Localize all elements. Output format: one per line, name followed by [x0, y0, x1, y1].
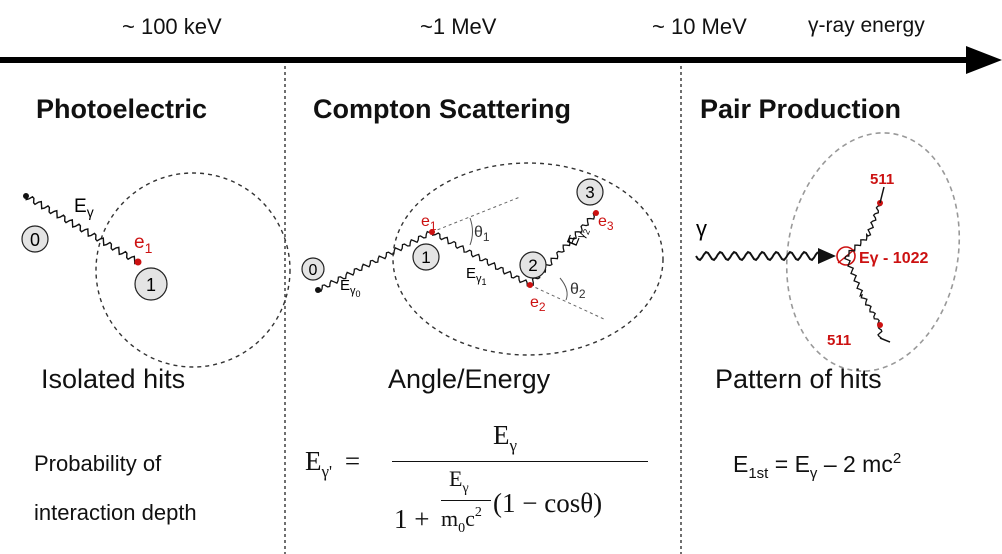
compton-electron-label-1: e1	[421, 213, 437, 233]
compton-node-1	[412, 243, 440, 271]
energy-arrow-head	[966, 46, 1002, 74]
energy-mark-10mev: ~ 10 MeV	[652, 14, 747, 39]
compton-photon-label-2: Eγ2	[564, 223, 592, 250]
photoelectric-node-1	[134, 267, 168, 301]
compton-electron-2	[527, 282, 533, 288]
compton-angle1-arc	[469, 217, 473, 246]
compton-electron-label-3: e3	[598, 213, 614, 233]
compton-source-dot	[315, 287, 321, 293]
compton-photon-label-0: Eγ0	[340, 277, 361, 299]
compton-electron-label-2: e2	[530, 294, 546, 314]
compton-angle1-ref	[431, 196, 521, 233]
compton-angle2-label: θ2	[570, 281, 586, 301]
photoelectric-note-line2: interaction depth	[34, 500, 197, 525]
photoelectric-electron-dot	[134, 258, 142, 266]
pair-detector-ellipse	[785, 132, 961, 372]
compton-title: Compton Scattering	[313, 94, 572, 124]
pair-annihilation-bottom-label: 511	[827, 332, 851, 349]
compton-electron-1	[429, 229, 435, 235]
compton-formula-denominator-one: 1 +	[394, 504, 430, 534]
energy-mark-100kev: ~ 100 keV	[122, 14, 222, 39]
compton-angle1-label: θ1	[474, 224, 490, 244]
compton-angle2-ref	[529, 284, 607, 321]
pair-title: Pair Production	[700, 94, 902, 124]
photoelectric-note-line1: Probability of	[34, 451, 162, 476]
pair-vertex-circle	[836, 246, 856, 266]
pair-photon-track	[695, 250, 819, 262]
compton-caption: Angle/Energy	[388, 364, 551, 394]
energy-mark-1mev: ~1 MeV	[420, 14, 497, 39]
compton-node-2-label: 2	[528, 256, 537, 275]
compton-formula-inner-bar	[441, 500, 491, 501]
compton-node-3	[576, 178, 604, 206]
photoelectric-source-dot	[23, 193, 29, 199]
pair-vertex-label: Eγ - 1022	[859, 250, 928, 267]
pair-gamma-label: γ	[696, 216, 707, 241]
compton-formula-tail: (1 − cosθ)	[493, 488, 603, 518]
compton-formula-fraction-bar	[392, 461, 648, 462]
pair-hit-bottom	[877, 322, 883, 328]
pair-formula: E1st = Eγ – 2 mc2	[733, 450, 902, 482]
compton-node-1-label: 1	[421, 248, 430, 267]
photoelectric-node-0-label: 0	[30, 230, 40, 250]
pair-positron-track	[845, 203, 882, 257]
photoelectric-node-0	[21, 225, 49, 253]
pair-annihilation-top-label: 511	[870, 171, 894, 188]
photoelectric-title: Photoelectric	[36, 94, 208, 124]
photoelectric-caption: Isolated hits	[41, 364, 186, 394]
compton-node-0-label: 0	[309, 262, 318, 279]
compton-photon-label-1: Eγ1	[466, 265, 487, 287]
compton-angle2-arc	[559, 277, 568, 301]
photoelectric-photon-track	[25, 195, 138, 265]
compton-detector-ellipse	[392, 162, 664, 356]
compton-formula-inner-denominator: m0c2	[441, 505, 482, 536]
photoelectric-node-1-label: 1	[146, 275, 156, 295]
pair-arrow-head	[818, 248, 836, 264]
photoelectric-photon-label: Eγ	[74, 196, 94, 220]
pair-caption: Pattern of hits	[715, 364, 882, 394]
compton-node-3-label: 3	[585, 183, 594, 202]
pair-electron-track	[844, 255, 883, 339]
compton-node-0	[301, 257, 325, 281]
compton-formula-lhs: Eγ' =	[305, 446, 361, 481]
compton-photon-track	[317, 211, 596, 293]
photoelectric-electron-label: e1	[134, 232, 153, 256]
compton-formula-inner-numerator: Eγ	[449, 466, 469, 496]
photoelectric-detector-circle	[95, 172, 291, 368]
compton-node-2	[519, 251, 547, 279]
energy-axis-label: γ-ray energy	[808, 14, 925, 37]
pair-annihilation-bottom-line	[879, 337, 891, 343]
pair-annihilation-top-line	[879, 186, 885, 204]
compton-electron-3	[593, 210, 599, 216]
compton-formula-numerator: Eγ	[493, 420, 518, 455]
